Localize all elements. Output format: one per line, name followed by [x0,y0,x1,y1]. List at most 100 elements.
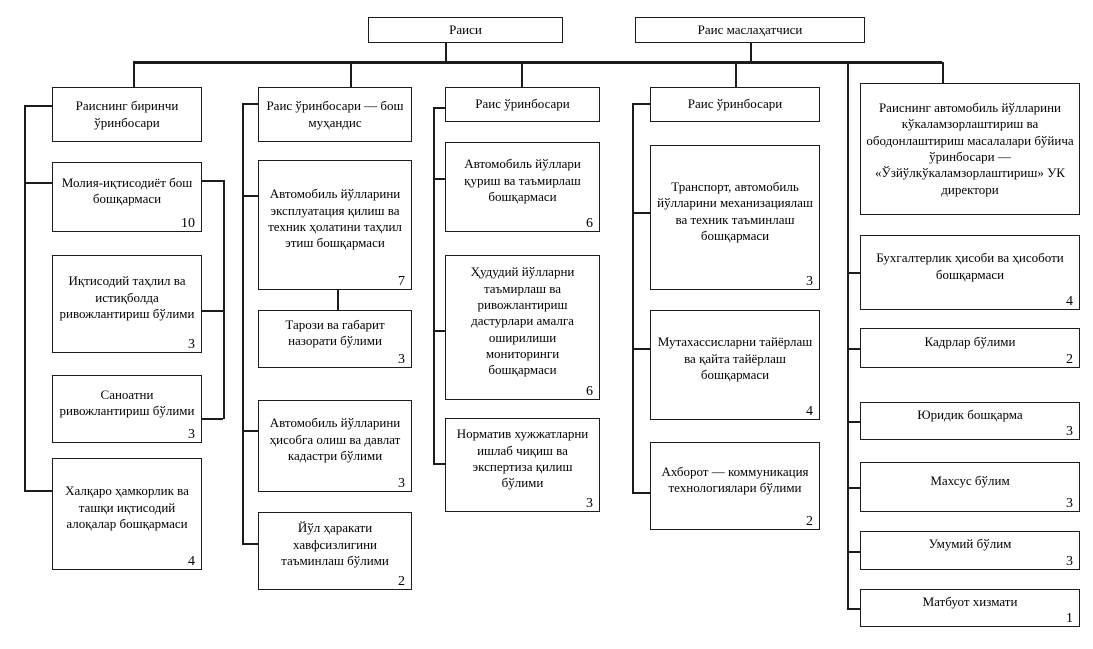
org-box-c1b1: Молия-иқтисодиёт бош бошқармаси 10 [52,162,202,232]
org-box-count: 3 [1066,423,1073,439]
connector-line [242,430,258,432]
connector-line [202,180,223,182]
org-box-c5b4: Махсус бўлим 3 [860,462,1080,512]
org-box-count: 3 [1066,495,1073,511]
org-box-count: 1 [1066,610,1073,626]
org-box-label: Норматив хужжатларни ишлаб чиқиш ва эксп… [456,426,589,491]
connector-line [942,62,944,83]
org-box-c4b3: Ахборот — коммуникация технологиялари бў… [650,442,820,530]
org-box-count: 2 [1066,351,1073,367]
org-box-c5h: Раиснинг автомобиль йўлларини кўкаламзор… [860,83,1080,215]
connector-line [242,103,258,105]
connector-line [433,463,445,465]
org-box-count: 4 [806,403,813,419]
org-box-label: Саноатни ривожлантириш бўлими [59,386,195,418]
org-box-label: Молия-иқтисодиёт бош бошқармаси [61,174,193,206]
connector-line [24,105,52,107]
org-box-c4h: Раис ўринбосари [650,87,820,122]
connector-line [24,182,52,184]
org-box-label: Тарози ва габарит назорати бўлими [285,316,385,348]
org-box-c4b1: Транспорт, автомобиль йўлларини механиза… [650,145,820,290]
org-box-label: Умумий бўлим [928,536,1012,552]
org-box-label: Раис маслаҳатчиси [697,21,803,37]
connector-line [223,180,225,419]
org-box-c1h: Раиснинг биринчи ўринбосари [52,87,202,142]
org-box-c5b3: Юридик бошқарма 3 [860,402,1080,440]
org-box-c5b6: Матбуот хизмати 1 [860,589,1080,627]
org-box-raisi: Раиси [368,17,563,43]
connector-line [632,492,650,494]
connector-line [847,62,849,609]
org-box-count: 6 [586,383,593,399]
org-box-count: 4 [1066,293,1073,309]
connector-line [24,105,26,491]
org-box-label: Халқаро ҳамкорлик ва ташқи иқтисодий ало… [65,483,189,532]
org-box-label: Транспорт, автомобиль йўлларини механиза… [657,178,813,243]
org-box-c1b3: Саноатни ривожлантириш бўлими 3 [52,375,202,443]
connector-line [350,62,352,87]
org-box-label: Йўл ҳаракати хавфсизлигини таъминлаш бўл… [281,520,389,569]
connector-line [847,421,860,423]
org-box-label: Раиси [449,21,482,37]
org-box-count: 3 [586,495,593,511]
org-box-c4b2: Мутахассисларни тайёрлаш ва қайта тайёрл… [650,310,820,420]
org-box-label: Кадрлар бўлими [924,333,1016,349]
org-box-c5b5: Умумий бўлим 3 [860,531,1080,570]
connector-line [750,43,752,63]
org-box-label: Раиснинг автомобиль йўлларини кўкаламзор… [866,99,1074,197]
org-box-count: 3 [188,426,195,442]
org-box-count: 3 [188,336,195,352]
org-box-count: 10 [181,215,195,231]
org-box-count: 3 [1066,553,1073,569]
connector-line [521,62,523,87]
connector-line [433,107,445,109]
connector-line [433,178,445,180]
org-box-label: Махсус бўлим [930,472,1010,488]
org-box-label: Ахборот — коммуникация технологиялари бў… [661,463,809,495]
connector-line [632,348,650,350]
connector-line [632,103,634,493]
connector-line [337,290,339,310]
connector-line [735,62,737,87]
connector-line [24,490,52,492]
connector-line [433,330,445,332]
org-box-label: Раиснинг биринчи ўринбосари [75,98,179,130]
org-box-count: 3 [398,475,405,491]
org-box-label: Автомобиль йўлларини ҳисобга олиш ва дав… [269,415,401,464]
connector-line [433,107,435,464]
org-box-label: Матбуот хизмати [922,593,1018,609]
connector-line [242,103,244,544]
org-box-count: 7 [398,273,405,289]
connector-line [847,551,860,553]
org-box-c5b1: Бухгалтерлик ҳисоби ва ҳисоботи бошқарма… [860,235,1080,310]
org-box-count: 6 [586,215,593,231]
org-box-count: 4 [188,553,195,569]
connector-line [202,310,223,312]
org-box-label: Автомобиль йўллари қуриш ва таъмирлаш бо… [464,156,581,205]
org-box-c1b2: Иқтисодий таҳлил ва истиқболда ривожлант… [52,255,202,353]
org-box-count: 2 [806,513,813,529]
connector-line [133,62,135,87]
org-box-label: Юридик бошқарма [917,406,1023,422]
connector-line [632,103,650,105]
org-box-c3h: Раис ўринбосари [445,87,600,122]
org-box-label: Мутахассисларни тайёрлаш ва қайта тайёрл… [657,334,813,383]
org-box-c2b3: Автомобиль йўлларини ҳисобга олиш ва дав… [258,400,412,492]
connector-line [632,212,650,214]
org-box-label: Бухгалтерлик ҳисоби ва ҳисоботи бошқарма… [876,250,1064,282]
org-box-count: 3 [806,273,813,289]
org-box-c2b4: Йўл ҳаракати хавфсизлигини таъминлаш бўл… [258,512,412,590]
org-box-label: Иқтисодий таҳлил ва истиқболда ривожлант… [59,273,195,322]
org-box-label: Раис ўринбосари — бош муҳандис [266,98,404,130]
connector-line [242,195,258,197]
connector-line [847,348,860,350]
connector-line [445,43,447,63]
org-box-label: Раис ўринбосари [687,96,783,112]
org-box-c3b2: Ҳудудий йўлларни таъмирлаш ва ривожланти… [445,255,600,400]
org-box-masl: Раис маслаҳатчиси [635,17,865,43]
connector-line [242,543,258,545]
org-box-label: Автомобиль йўлларини эксплуатация қилиш … [268,186,402,251]
connector-line [202,418,223,420]
